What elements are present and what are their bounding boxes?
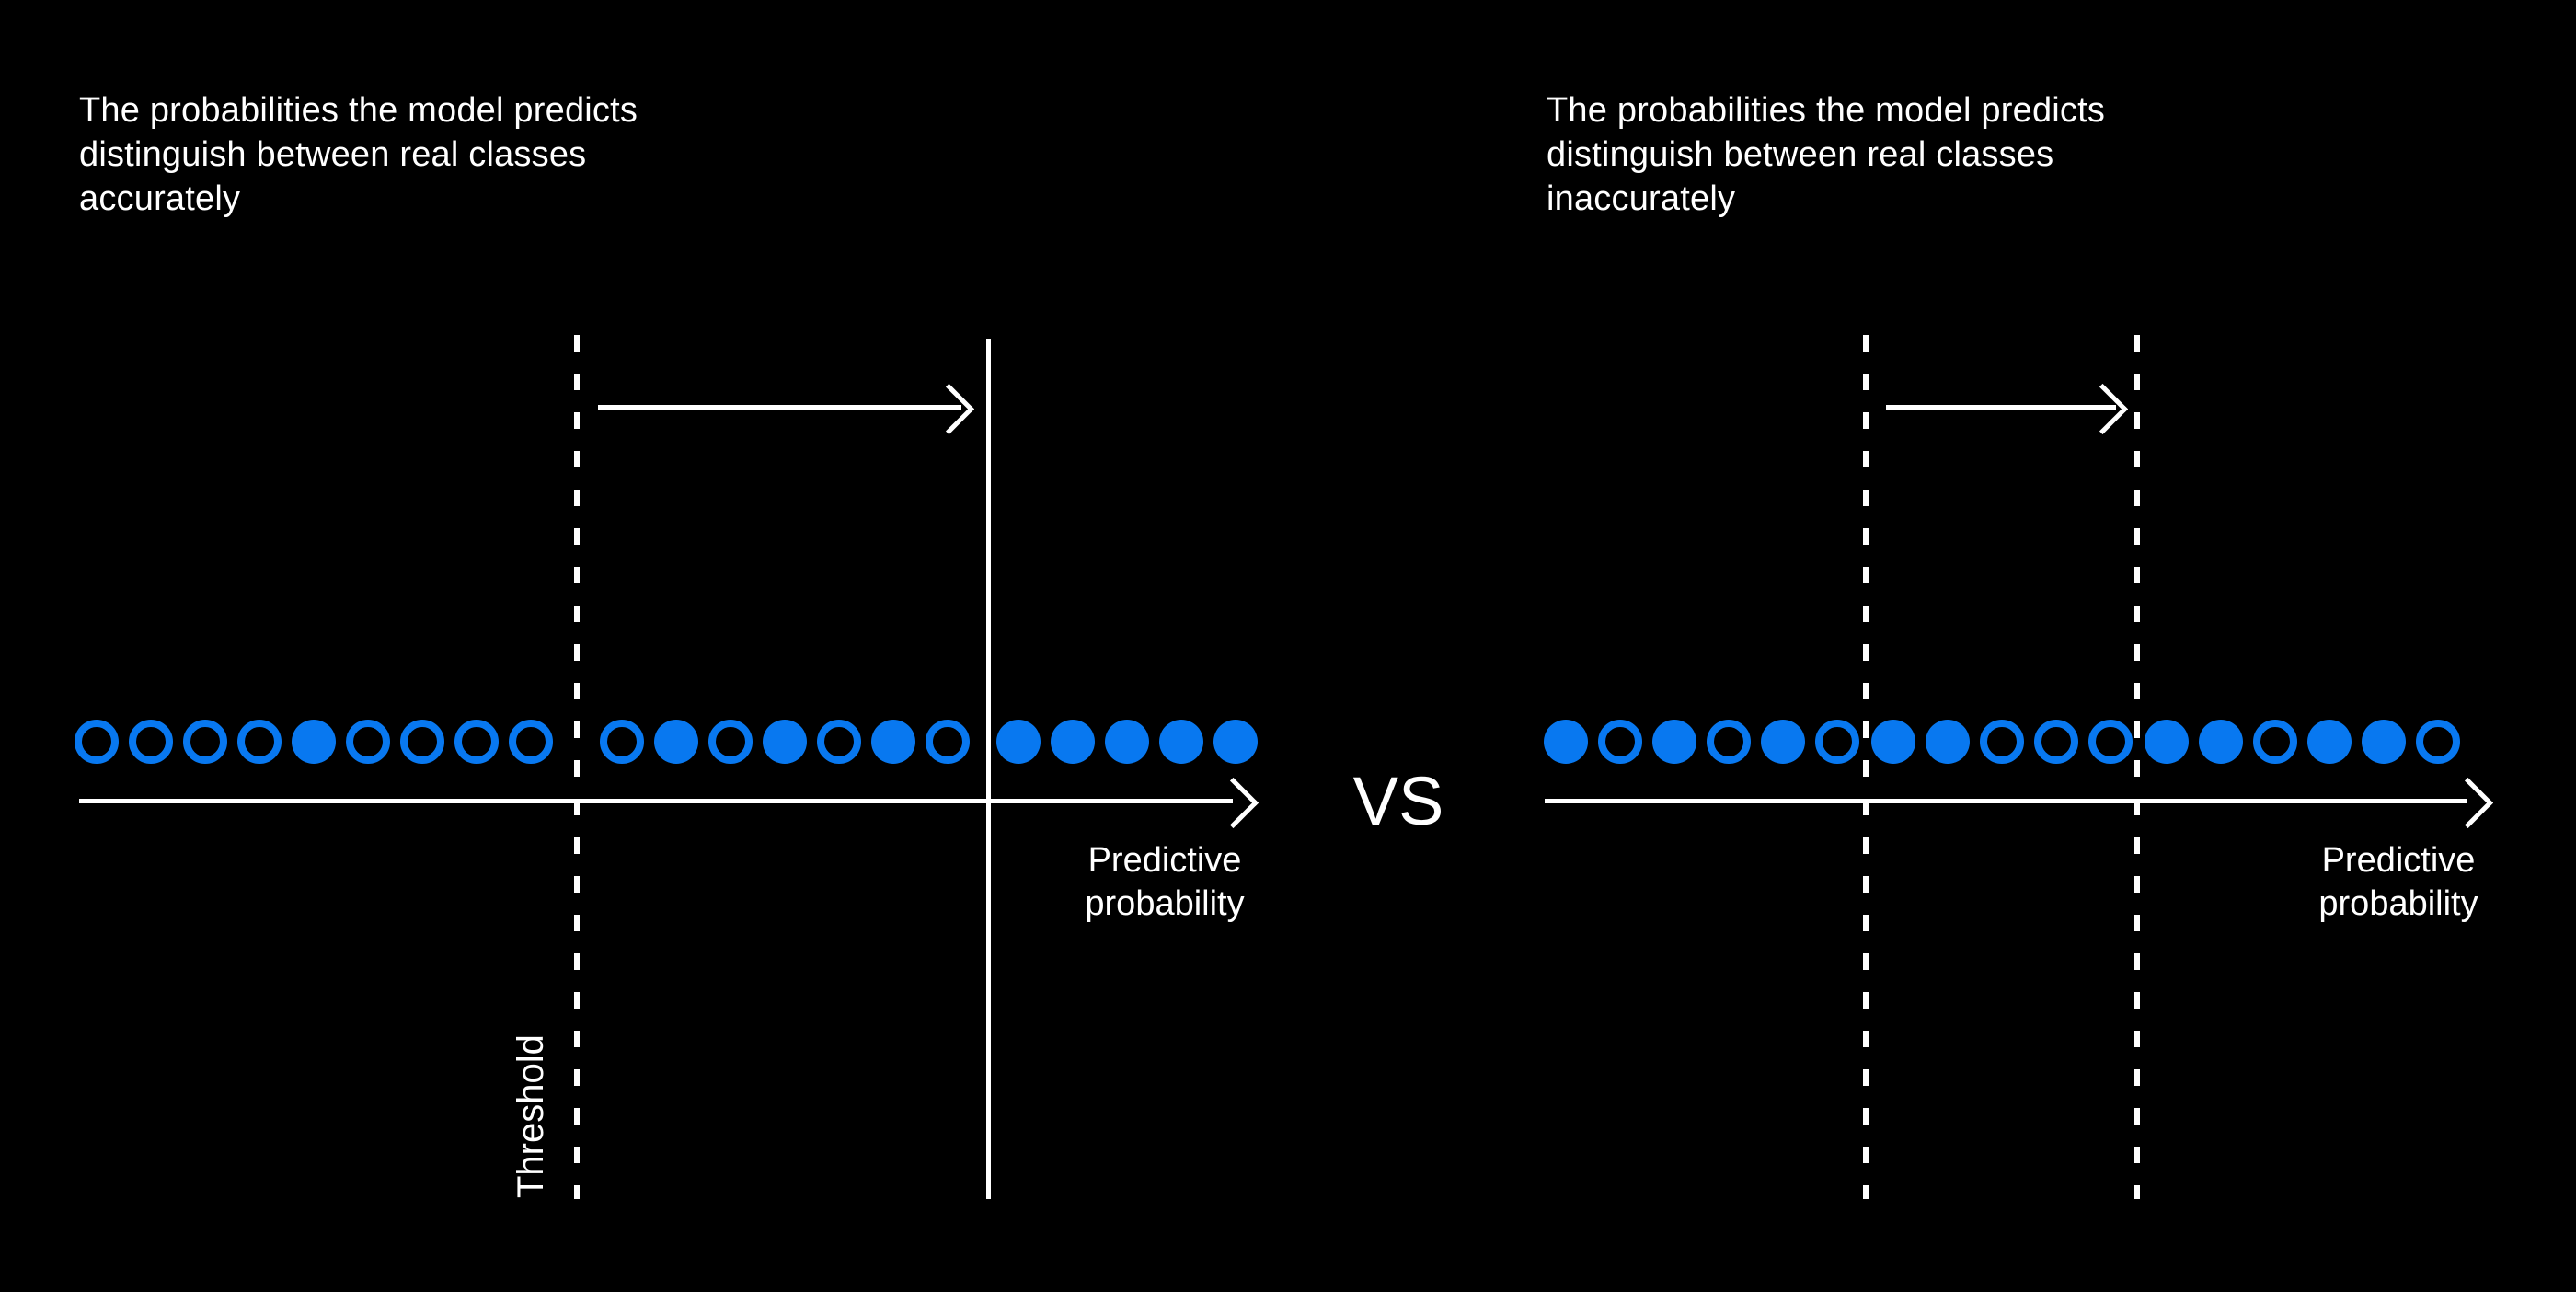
- arrow-right-icon: [923, 383, 975, 435]
- data-point-filled: [1159, 720, 1203, 764]
- data-point-hollow: [1598, 720, 1642, 764]
- data-point-filled: [996, 720, 1041, 764]
- dot-group-right: [996, 720, 1258, 764]
- data-point-filled: [2145, 720, 2189, 764]
- data-point-filled: [2307, 720, 2352, 764]
- dot-group-middle: [600, 720, 970, 764]
- data-point-hollow: [600, 720, 644, 764]
- data-point-hollow: [2253, 720, 2297, 764]
- data-point-hollow: [509, 720, 553, 764]
- data-point-hollow: [75, 720, 119, 764]
- data-point-filled: [2199, 720, 2243, 764]
- data-point-hollow: [2416, 720, 2460, 764]
- data-point-filled: [1926, 720, 1970, 764]
- data-point-filled: [1761, 720, 1805, 764]
- data-point-hollow: [346, 720, 390, 764]
- data-point-hollow: [183, 720, 227, 764]
- data-point-hollow: [926, 720, 970, 764]
- dot-group-left: [1544, 720, 1859, 764]
- x-axis-arrowhead-icon: [1207, 777, 1259, 829]
- threshold-dashed-line-2: [2134, 335, 2140, 1199]
- data-point-hollow: [708, 720, 753, 764]
- data-point-filled: [871, 720, 915, 764]
- arrow-shaft: [598, 405, 961, 410]
- arrow-shaft: [1886, 405, 2116, 410]
- data-point-filled: [654, 720, 698, 764]
- data-point-hollow: [1815, 720, 1859, 764]
- panel-accurate-title: The probabilities the model predicts dis…: [79, 91, 638, 218]
- arrow-right-icon: [2076, 383, 2129, 435]
- separation-solid-line: [986, 339, 991, 1199]
- data-point-hollow: [2088, 720, 2133, 764]
- data-point-hollow: [454, 720, 499, 764]
- data-point-filled: [1051, 720, 1095, 764]
- x-axis-line: [79, 799, 1233, 803]
- data-point-hollow: [1707, 720, 1751, 764]
- data-point-filled: [763, 720, 807, 764]
- data-point-hollow: [400, 720, 444, 764]
- data-point-filled: [1105, 720, 1149, 764]
- data-point-hollow: [129, 720, 173, 764]
- data-point-filled: [1652, 720, 1696, 764]
- threshold-dashed-line: [574, 335, 580, 1199]
- dot-group-middle: [1871, 720, 2133, 764]
- data-point-hollow: [237, 720, 282, 764]
- panel-inaccurate-title: The probabilities the model predicts dis…: [1547, 91, 2106, 218]
- x-axis-label: Predictive probability: [2318, 841, 2478, 923]
- threshold-dashed-line-1: [1863, 335, 1869, 1199]
- dot-group-left: [75, 720, 553, 764]
- data-point-filled: [1871, 720, 1915, 764]
- data-point-filled: [292, 720, 336, 764]
- data-point-hollow: [1980, 720, 2024, 764]
- threshold-label: Threshold: [511, 1034, 551, 1198]
- data-point-hollow: [817, 720, 861, 764]
- data-point-filled: [2362, 720, 2406, 764]
- x-axis-line: [1545, 799, 2467, 803]
- x-axis-arrowhead-icon: [2442, 777, 2494, 829]
- data-point-filled: [1213, 720, 1258, 764]
- vs-label: VS: [1352, 763, 1444, 839]
- data-point-filled: [1544, 720, 1588, 764]
- data-point-hollow: [2034, 720, 2078, 764]
- dot-group-right: [2145, 720, 2460, 764]
- x-axis-label: Predictive probability: [1085, 841, 1245, 923]
